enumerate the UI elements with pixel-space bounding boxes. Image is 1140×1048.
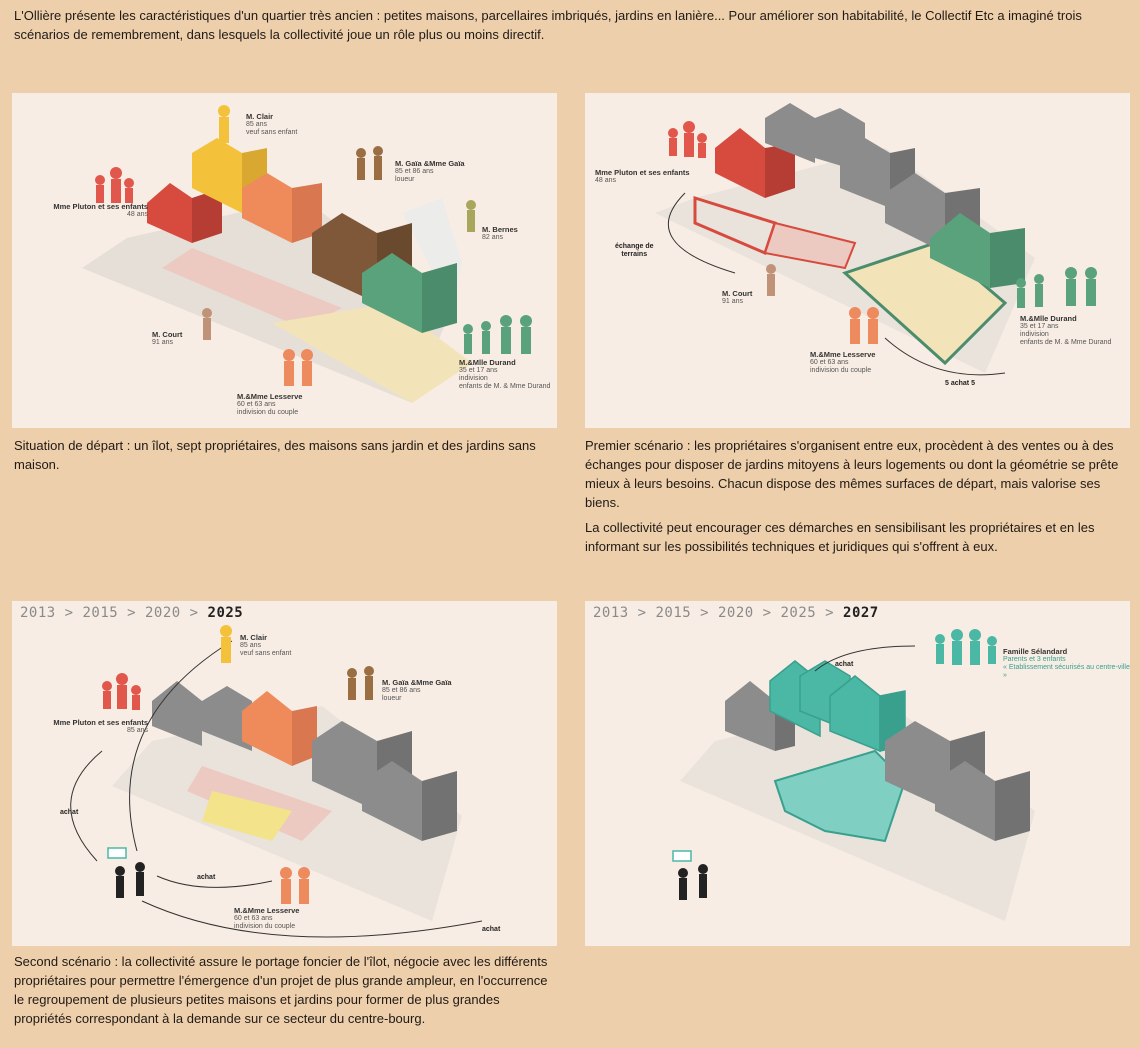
caption-first-scenario: Premier scénario : les propriétaires s'o… — [585, 436, 1130, 556]
houses-teal — [769, 660, 906, 753]
people-lesserve — [849, 307, 879, 344]
person-court — [766, 264, 776, 296]
sign-collectivity — [672, 850, 692, 862]
caption-first-scenario-p2: La collectivité peut encourager ces déma… — [585, 520, 1095, 554]
houses-gray-right — [312, 721, 457, 841]
house-pluton — [147, 183, 222, 243]
house-pluton — [715, 128, 795, 198]
houses-gray-left — [152, 681, 252, 751]
house-durand — [930, 213, 1025, 288]
label-achat-1: achat — [60, 809, 79, 816]
teal-garden — [773, 749, 907, 843]
people-durand — [463, 315, 532, 354]
timeline: 2013 > 2015 > 2020 > 2025 — [20, 605, 244, 621]
timeline: 2013 > 2015 > 2020 > 2025 > 2027 — [593, 605, 879, 621]
hatched-plot — [763, 221, 857, 270]
hatched-garden — [162, 248, 342, 328]
person-court — [202, 308, 212, 340]
people-pluton — [102, 673, 141, 710]
caption-initial: Situation de départ : un îlot, sept prop… — [14, 438, 536, 472]
intro-text: L'Ollière présente les caractéristiques … — [14, 8, 1082, 42]
diagram-first-svg — [655, 103, 1097, 376]
label-achat: 5 achat 5 — [945, 380, 975, 387]
people-famille — [935, 629, 997, 665]
people-gaia — [347, 666, 374, 700]
people-lesserve — [280, 867, 310, 904]
people-pluton — [668, 121, 707, 158]
people-pluton — [95, 167, 134, 203]
label-achat-3: achat — [482, 926, 501, 933]
diagram-initial-svg — [82, 105, 532, 403]
house-gaia — [242, 173, 322, 243]
houses-gray-top — [765, 103, 915, 208]
caption-second-scenario: Second scénario : la collectivité assure… — [14, 954, 548, 1026]
people-collectivity — [678, 864, 708, 900]
houses-gray-right — [885, 721, 1030, 841]
person-clair — [218, 105, 230, 143]
diagram-third-svg — [672, 629, 1035, 921]
caption-first-scenario-p1: Premier scénario : les propriétaires s'o… — [585, 438, 1119, 510]
label-achat-2: achat — [197, 874, 216, 881]
diagram-second-svg — [70, 625, 483, 938]
diagram-third-scenario: 2013 > 2015 > 2020 > 2025 > 2027 achat F… — [585, 601, 1130, 946]
people-durand — [1016, 267, 1097, 308]
people-gaia — [356, 146, 383, 180]
people-collectivity — [115, 862, 145, 898]
label-echange: échange de terrains — [615, 243, 654, 258]
sign-collectivity — [107, 847, 127, 859]
yellow-garden — [202, 791, 292, 841]
house-durand — [362, 253, 457, 333]
house-orange — [242, 691, 317, 766]
person-clair — [220, 625, 232, 663]
people-lesserve — [283, 349, 313, 386]
label-achat: achat — [835, 661, 854, 668]
person-bernes — [466, 200, 476, 232]
